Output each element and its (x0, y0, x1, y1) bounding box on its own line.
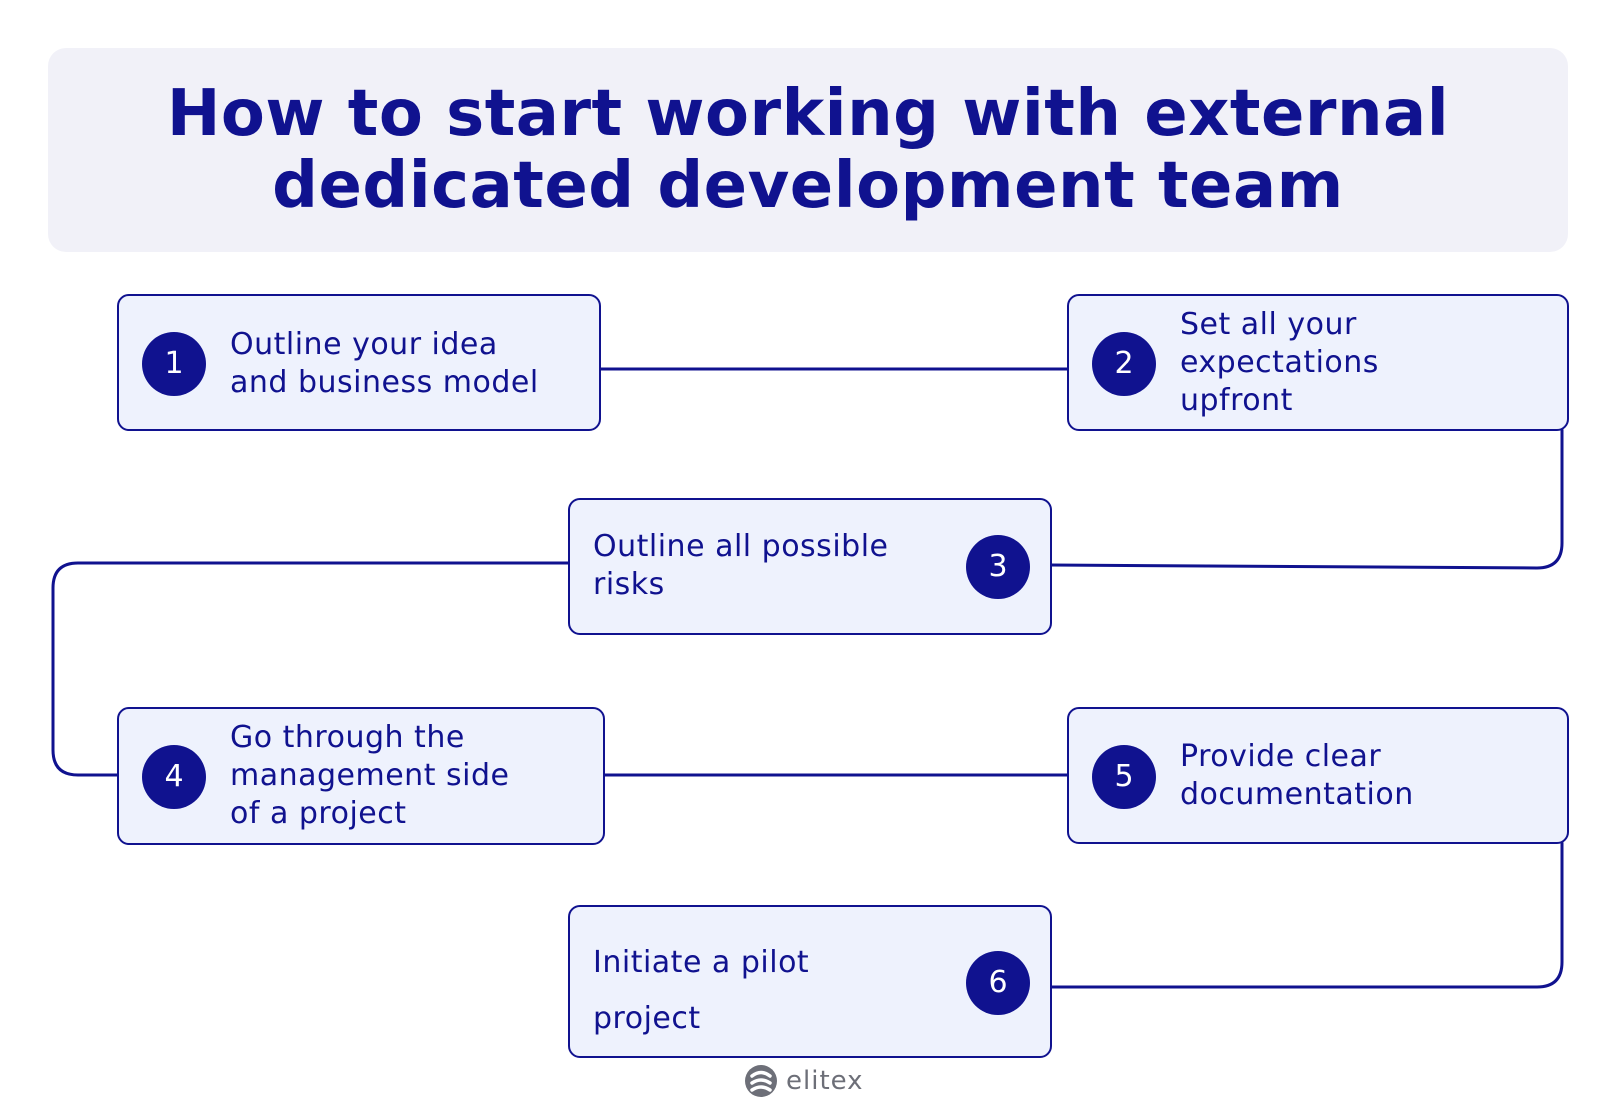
step-number-badge: 4 (142, 745, 206, 809)
elitex-logo-icon (745, 1065, 777, 1097)
logo-wordmark: elitex (786, 1066, 864, 1096)
step-label-line: Provide clear (1180, 739, 1382, 774)
step-number-badge: 1 (142, 332, 206, 396)
step-number-badge: 5 (1092, 745, 1156, 809)
step-number-badge: 3 (966, 535, 1030, 599)
step-label-line: upfront (1180, 383, 1293, 418)
step-label-line: management side (230, 758, 510, 793)
step-number-badge: 6 (966, 951, 1030, 1015)
step-label-line: Outline all possible (593, 529, 889, 564)
step-label-line: and business model (230, 365, 539, 400)
step-label: Go through the management side of a proj… (230, 719, 509, 833)
connector-5-6 (1048, 841, 1564, 989)
step-card-5: 5 Provide clear documentation (1067, 707, 1569, 844)
elitex-logo: elitex (744, 1064, 864, 1098)
step-label-line: of a project (230, 796, 407, 831)
step-label-line: risks (593, 567, 665, 602)
step-label-line: Go through the (230, 720, 465, 755)
step-label: Set all your expectations upfront (1180, 306, 1379, 420)
connector-3-4 (51, 561, 570, 777)
step-label: Initiate a pilot project (593, 935, 809, 1047)
title-line-2: dedicated development team (272, 149, 1344, 223)
step-label: Outline all possible risks (593, 528, 888, 604)
diagram-title: How to start working with external dedic… (48, 78, 1568, 222)
step-label-line: documentation (1180, 777, 1414, 812)
step-card-6: Initiate a pilot project 6 (568, 905, 1052, 1058)
step-label-line: Outline your idea (230, 327, 498, 362)
step-label-line: project (593, 1001, 701, 1036)
step-card-4: 4 Go through the management side of a pr… (117, 707, 605, 845)
step-label: Provide clear documentation (1180, 738, 1414, 814)
step-label-line: Initiate a pilot (593, 945, 810, 980)
step-label-line: Set all your (1180, 307, 1357, 342)
connector-2-3 (1048, 428, 1564, 570)
step-label: Outline your idea and business model (230, 326, 539, 402)
step-card-2: 2 Set all your expectations upfront (1067, 294, 1569, 431)
step-label-line: expectations (1180, 345, 1379, 380)
title-line-1: How to start working with external (166, 77, 1450, 151)
step-card-1: 1 Outline your idea and business model (117, 294, 601, 431)
step-card-3: Outline all possible risks 3 (568, 498, 1052, 635)
step-number-badge: 2 (1092, 332, 1156, 396)
title-panel: How to start working with external dedic… (48, 48, 1568, 252)
